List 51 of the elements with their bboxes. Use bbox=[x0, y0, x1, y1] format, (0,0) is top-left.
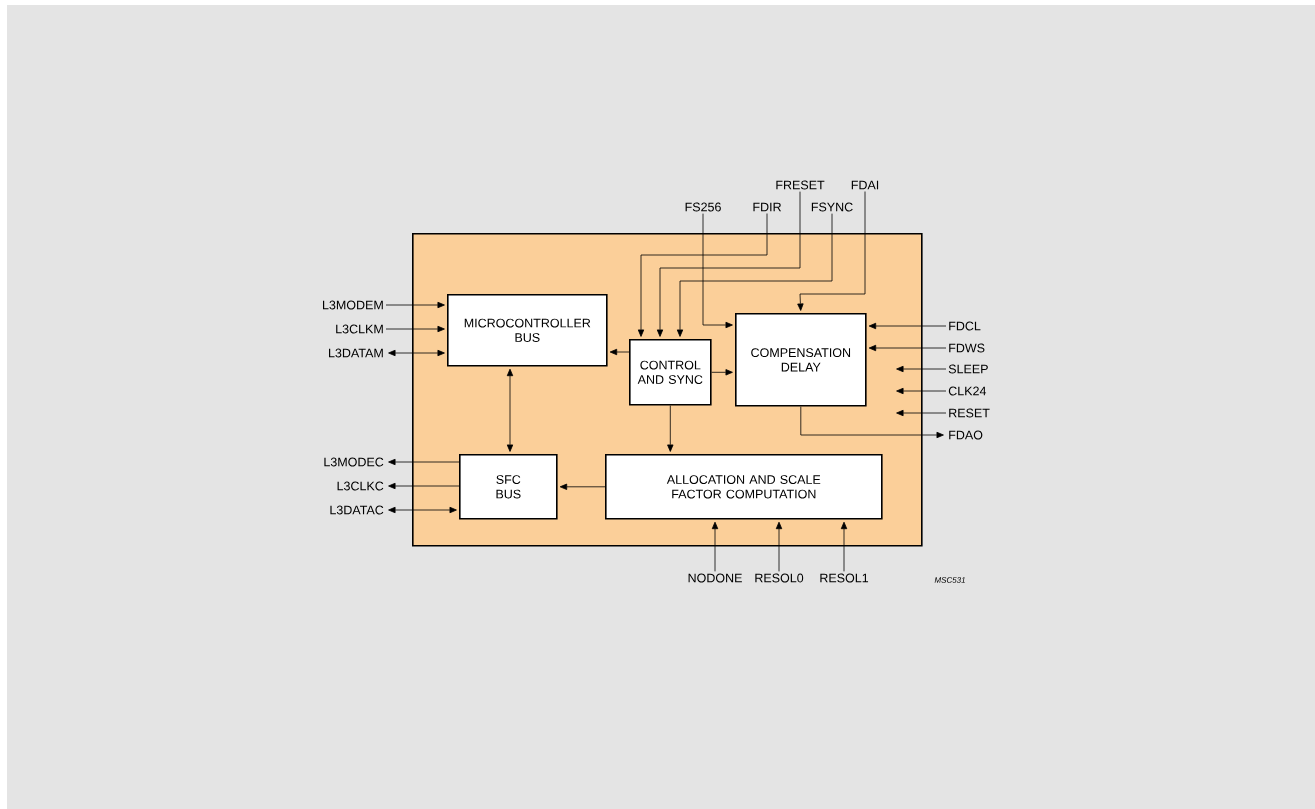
arrow bbox=[896, 387, 947, 395]
pin-label: FDWS bbox=[949, 343, 985, 353]
arrow bbox=[797, 191, 866, 311]
block-box: ALLOCATION AND SCALE FACTOR COMPUTATION bbox=[605, 454, 883, 520]
arrow bbox=[385, 301, 445, 309]
block-box: CONTROL AND SYNC bbox=[629, 339, 712, 406]
arrow bbox=[896, 409, 947, 417]
arrow bbox=[868, 322, 947, 330]
block-box: SFC BUS bbox=[459, 454, 558, 520]
arrow bbox=[896, 365, 947, 373]
pin-label: RESOL1 bbox=[820, 573, 869, 583]
arrow bbox=[800, 406, 944, 439]
arrow bbox=[388, 506, 457, 514]
pin-label: FDAI bbox=[851, 180, 879, 190]
pin-label: FDIR bbox=[753, 202, 781, 212]
pin-label: SLEEP bbox=[948, 364, 988, 374]
pin-label: FSYNC bbox=[811, 202, 853, 212]
pin-label: FDCL bbox=[949, 321, 981, 331]
pin-label: L3DATAC bbox=[330, 505, 384, 515]
arrow bbox=[711, 369, 733, 376]
arrow bbox=[506, 368, 514, 452]
arrow bbox=[385, 325, 445, 333]
pin-label: L3MODEC bbox=[324, 457, 384, 467]
arrow bbox=[609, 348, 630, 356]
arrow bbox=[637, 213, 768, 337]
arrow bbox=[711, 521, 719, 572]
block-box: MICROCONTROLLER BUS bbox=[447, 294, 608, 367]
arrow bbox=[676, 213, 833, 337]
arrow bbox=[667, 405, 674, 452]
pin-label: FS256 bbox=[685, 202, 721, 212]
arrow bbox=[388, 458, 460, 466]
block-box: COMPENSATION DELAY bbox=[735, 313, 867, 407]
arrow bbox=[388, 482, 460, 490]
pin-label: CLK24 bbox=[948, 386, 987, 396]
arrow bbox=[775, 521, 783, 572]
pin-label: L3CLKC bbox=[337, 481, 384, 491]
pin-label: RESET bbox=[949, 408, 990, 418]
pin-label: L3MODEM bbox=[323, 300, 383, 310]
arrow bbox=[388, 349, 445, 357]
arrow bbox=[559, 483, 606, 490]
figure-code: MSC531 bbox=[934, 577, 965, 583]
pin-label: FRESET bbox=[776, 180, 825, 190]
arrow bbox=[702, 213, 733, 329]
pin-label: NODONE bbox=[688, 573, 742, 583]
arrow bbox=[840, 521, 848, 572]
pin-label: RESOL0 bbox=[755, 573, 804, 583]
arrow bbox=[868, 344, 947, 352]
pin-label: L3CLKM bbox=[336, 324, 383, 334]
arrow bbox=[656, 191, 801, 337]
pin-label: FDAO bbox=[949, 430, 983, 440]
pin-label: L3DATAM bbox=[329, 348, 383, 358]
